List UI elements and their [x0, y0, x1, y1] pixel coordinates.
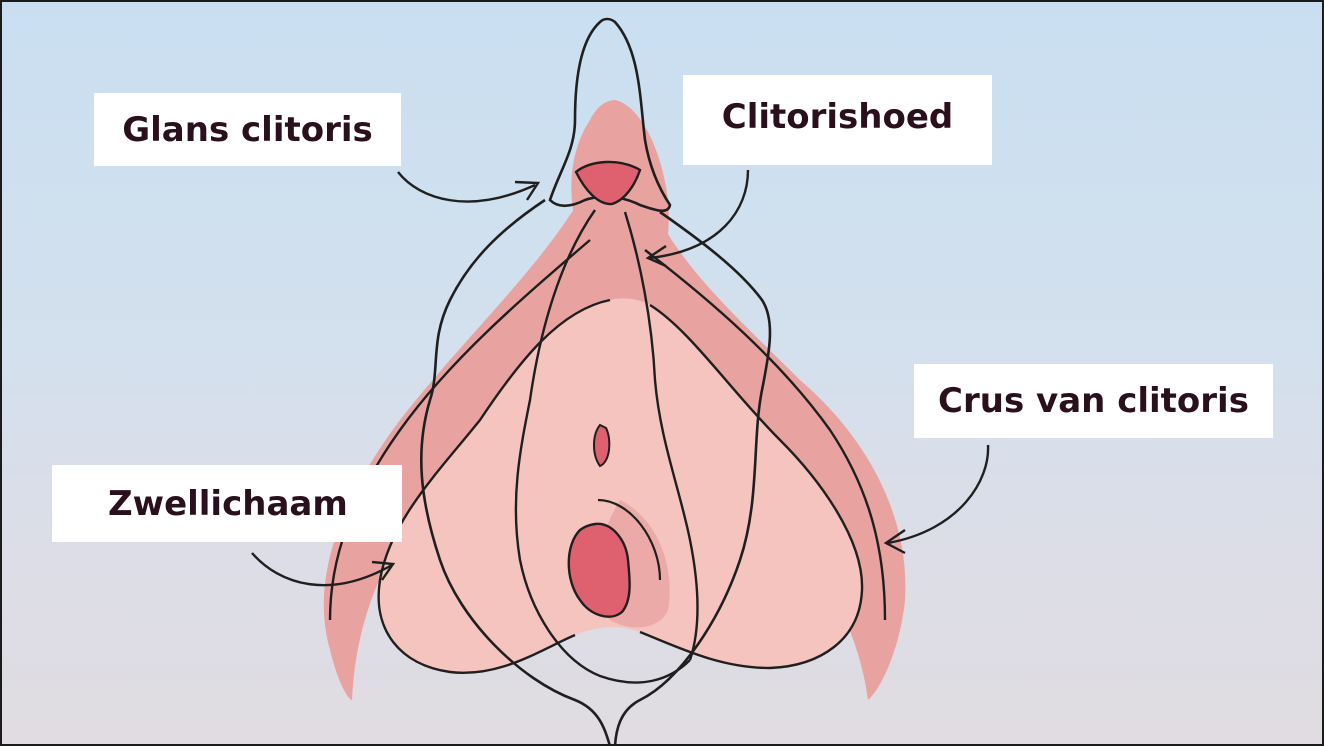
pointer-arrowhead-crus — [883, 529, 906, 555]
pointer-arrow-crus — [887, 444, 990, 545]
inner-outline-line — [514, 209, 691, 684]
label-glans-clitoris-text: Glans clitoris — [122, 109, 373, 150]
bulb-outline-line — [639, 303, 864, 670]
clitoris-body-shape — [571, 100, 669, 330]
hood-outline-line — [548, 17, 672, 213]
outer-outline-line — [613, 210, 772, 746]
pointer-arrow-zwellichaam — [251, 552, 393, 587]
label-crus-van-clitoris: Crus van clitoris — [914, 364, 1273, 438]
pointer-arrowhead-zwellichaam — [371, 560, 396, 581]
label-clitorishoed-text: Clitorishoed — [721, 97, 954, 137]
outer-outline-line — [419, 198, 612, 746]
label-zwellichaam-text: Zwellichaam — [108, 483, 348, 524]
label-clitorishoed: Clitorishoed — [683, 75, 992, 165]
inner-outline-line — [623, 211, 699, 661]
urethral-opening-shape — [593, 423, 611, 468]
bulb-outline-line — [377, 298, 611, 675]
glans-shape — [574, 160, 642, 206]
crus-outline-line — [328, 239, 591, 621]
label-glans-clitoris: Glans clitoris — [94, 93, 401, 166]
pointer-arrowhead-hood — [645, 245, 667, 268]
pointer-arrow-hood — [649, 169, 750, 260]
crus-outline-line — [644, 249, 887, 621]
pointer-arrowhead-glans — [514, 180, 541, 201]
vaginal-opening-shape — [567, 522, 631, 618]
label-zwellichaam: Zwellichaam — [52, 465, 402, 542]
introitus-outline-line — [597, 498, 662, 581]
label-crus-van-clitoris-text: Crus van clitoris — [938, 381, 1249, 421]
pointer-arrow-glans — [397, 171, 536, 203]
